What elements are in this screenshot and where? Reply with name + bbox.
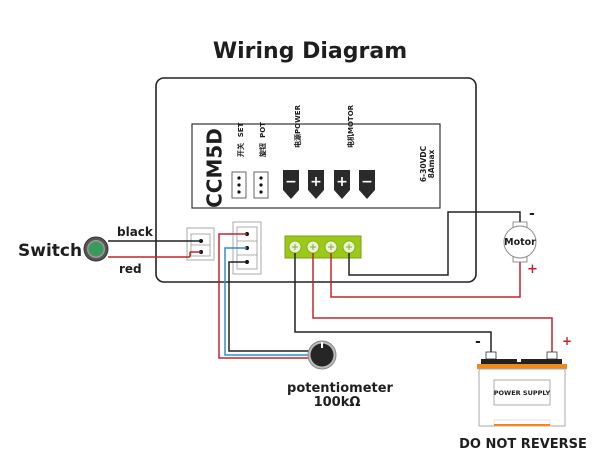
motor-plus-wire — [330, 253, 521, 298]
set-header — [231, 171, 247, 199]
motor-label: Motor — [504, 237, 536, 248]
battery-plus-sign: + — [562, 334, 572, 348]
set-port-label-cn: 开关 — [236, 143, 245, 157]
motor-label: 电机MOTOR — [346, 104, 355, 148]
motor-minus-sign: - — [529, 206, 535, 222]
rating-current: 8Amax — [427, 149, 436, 178]
terminal-sign: + — [336, 174, 348, 190]
switch-wire-black-label: black — [117, 225, 154, 239]
warning-label: DO NOT REVERSE — [459, 437, 587, 452]
terminal-sign: + — [310, 174, 322, 190]
potentiometer-label: potentiometer — [287, 381, 394, 396]
motor-icon — [503, 221, 537, 263]
power-plus-wire — [312, 253, 553, 356]
terminal-power-plus: + — [308, 170, 324, 199]
battery-minus-sign: - — [475, 334, 481, 350]
battery-icon — [477, 351, 567, 427]
switch-icon[interactable] — [83, 236, 109, 262]
terminal-motor-plus: + — [334, 170, 350, 199]
pot-port-label-cn: 旋钮 — [258, 143, 267, 158]
motor-plus-sign: + — [527, 262, 538, 277]
switch-connector — [186, 227, 215, 261]
controller-model: CCM5D — [203, 128, 227, 208]
power-minus-wire — [294, 253, 492, 356]
set-port-label: 开关 — [236, 143, 245, 157]
terminal-block — [284, 235, 362, 259]
pot-wire-black — [228, 261, 310, 352]
switch-wire-red-label: red — [119, 262, 142, 276]
rating-voltage: 6-30VDC — [419, 145, 428, 182]
motor-minus-wire — [348, 211, 521, 276]
pot-port-label-en: POT — [259, 122, 267, 138]
power-label: 电源POWER — [293, 104, 302, 148]
pot-header — [253, 171, 269, 199]
pot-wire-red — [218, 233, 310, 359]
terminal-sign: − — [361, 174, 373, 190]
diagram-title: Wiring Diagram — [213, 39, 407, 64]
pot-wire-blue — [224, 247, 310, 356]
potentiometer-icon[interactable] — [307, 340, 337, 370]
switch-label: Switch — [18, 241, 82, 261]
potentiometer-value: 100kΩ — [314, 395, 361, 410]
set-port-label-en: SET — [237, 122, 245, 137]
terminal-sign: − — [285, 174, 297, 190]
terminal-power-minus: − — [283, 170, 299, 199]
power-supply-label: POWER SUPPLY — [494, 389, 551, 397]
terminal-motor-minus: − — [359, 170, 375, 199]
